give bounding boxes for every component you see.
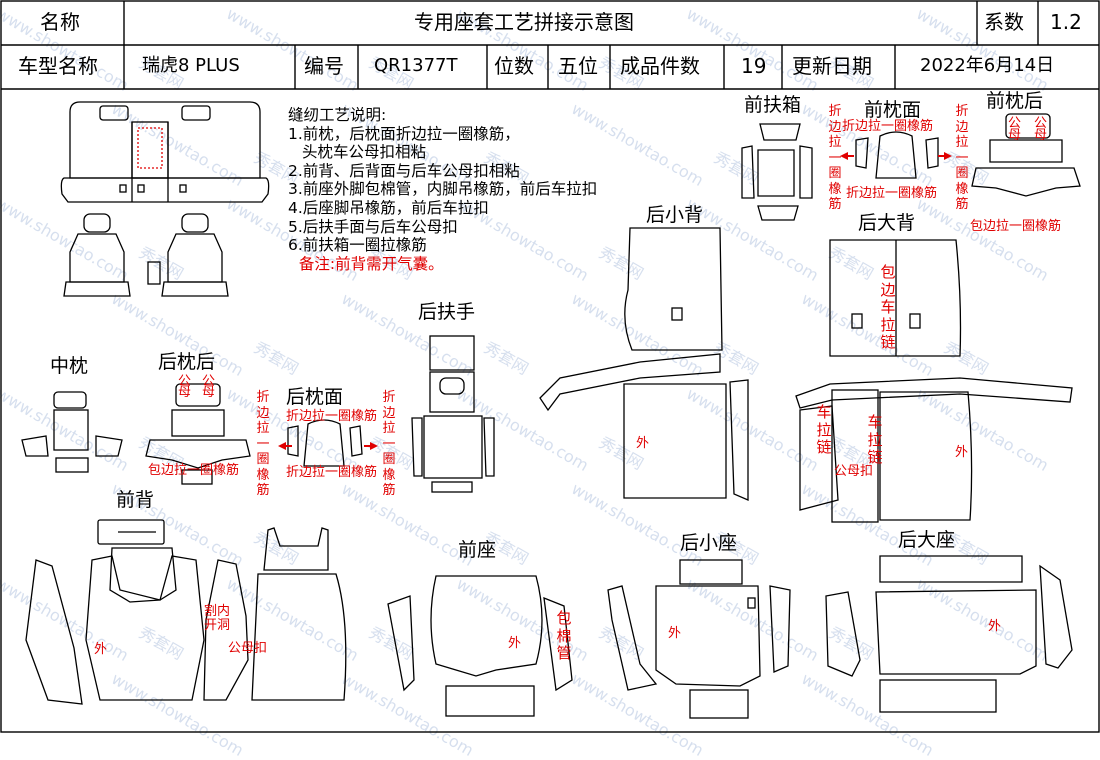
label-rear-armrest: 后扶手 bbox=[418, 301, 476, 323]
annotation-fold-vertical: 折边拉一圈橡筋 bbox=[256, 390, 270, 498]
rear-small-back-pattern bbox=[539, 227, 749, 501]
label-front-pillow-face: 前枕面 bbox=[864, 99, 922, 121]
front-pillow-face-pattern bbox=[855, 131, 939, 179]
date-value: 2022年6月14日 bbox=[920, 55, 1055, 76]
header-table bbox=[0, 0, 1100, 733]
annotation-fold-bottom: 折边拉一圈橡筋 bbox=[846, 186, 938, 201]
annotation-fold-bottom: 折边拉一圈橡筋 bbox=[286, 465, 378, 480]
label-front-armbox: 前扶箱 bbox=[744, 94, 802, 116]
factor-label: 系数 bbox=[984, 10, 1024, 34]
annotation-fold-vertical: 折边拉一圈橡筋 bbox=[382, 390, 396, 498]
annotation-fold-vertical: 折边拉一圈橡筋 bbox=[828, 104, 842, 212]
pattern-sheet bbox=[0, 0, 1100, 733]
rear-big-back-pattern bbox=[795, 239, 1073, 523]
annotation-fold-top: 折边拉一圈橡筋 bbox=[842, 119, 934, 134]
annotation-fold-vertical: 折边拉一圈橡筋 bbox=[955, 104, 969, 212]
front-pillow-back-pattern bbox=[971, 113, 1081, 197]
code-label: 编号 bbox=[304, 54, 344, 78]
notes-line: 5.后扶手面与后车公母扣 bbox=[288, 217, 458, 236]
sewing-notes: 缝纫工艺说明: 1.前枕，后枕面折边拉一圈橡筋， 头枕车公母扣相粘 2.前背、后… bbox=[288, 106, 597, 273]
notes-line: 1.前枕，后枕面折边拉一圈橡筋， bbox=[288, 124, 520, 143]
model-label: 车型名称 bbox=[18, 54, 98, 78]
model-value: 瑞虎8 PLUS bbox=[142, 55, 240, 76]
notes-line: 6.前扶箱一圈拉橡筋 bbox=[288, 236, 427, 255]
notes-line: 2.前背、后背面与后车公母扣相粘 bbox=[288, 161, 520, 180]
front-seat-pattern bbox=[387, 575, 573, 717]
annotation-zipper-wrap: 包边车拉链 bbox=[880, 263, 896, 351]
annotation-outer: 外 bbox=[988, 619, 1002, 634]
annotation-female: 母 bbox=[1008, 128, 1022, 143]
page-title: 专用座套工艺拼接示意图 bbox=[414, 10, 634, 34]
label-front-pillow-back: 前枕后 bbox=[986, 90, 1044, 112]
annotation-cotton-tube: 包棉管 bbox=[556, 609, 572, 662]
label-front-seat: 前座 bbox=[458, 539, 497, 561]
notes-remark: 备注:前背需开气囊。 bbox=[298, 254, 444, 273]
annotation-male: 公 bbox=[1008, 116, 1022, 131]
annotation-buckle: 公母扣 bbox=[228, 641, 268, 656]
annotation-outer: 外 bbox=[94, 642, 108, 657]
label-rear-big-back: 后大背 bbox=[858, 212, 916, 234]
annotation-outer: 外 bbox=[636, 436, 650, 451]
rear-armrest-pattern bbox=[411, 335, 495, 493]
overview-front-seat-left bbox=[63, 213, 131, 297]
seats-value: 五位 bbox=[558, 54, 598, 78]
arrow-right-icon bbox=[370, 442, 378, 450]
middle-pillow-pattern bbox=[21, 391, 123, 473]
arrow-right-icon bbox=[944, 152, 952, 160]
annotation-fold-top: 折边拉一圈橡筋 bbox=[286, 409, 378, 424]
rear-small-seat-pattern bbox=[607, 559, 791, 719]
seats-label: 位数 bbox=[494, 54, 534, 78]
label-middle-pillow: 中枕 bbox=[50, 355, 89, 377]
annotation-outer: 外 bbox=[508, 636, 522, 651]
code-value: QR1377T bbox=[374, 55, 458, 76]
annotation-male: 公 bbox=[178, 374, 192, 389]
annotation-wrap-edge: 包边拉一圈橡筋 bbox=[148, 463, 240, 478]
pieces-value: 19 bbox=[741, 54, 767, 78]
label-rear-pillow-face: 后枕面 bbox=[286, 386, 344, 408]
overview-console bbox=[147, 261, 161, 285]
annotation-zipper: 车拉链 bbox=[867, 413, 883, 466]
annotation-wrap-edge: 包边拉一圈橡筋 bbox=[970, 219, 1062, 234]
annotation-inner-hole: 割内开洞 bbox=[204, 604, 231, 633]
front-back-pattern bbox=[25, 519, 347, 705]
rear-pillow-back-pattern bbox=[145, 383, 251, 485]
factor-value: 1.2 bbox=[1050, 10, 1082, 34]
header-name-label: 名称 bbox=[40, 10, 80, 34]
red-markers bbox=[278, 152, 952, 450]
label-front-back: 前背 bbox=[116, 489, 155, 511]
annotation-outer: 外 bbox=[955, 445, 969, 460]
annotation-female: 母 bbox=[178, 385, 192, 400]
label-rear-pillow-back: 后枕后 bbox=[158, 351, 216, 373]
notes-line: 头枕车公母扣相粘 bbox=[301, 143, 426, 162]
overview-rear-seat bbox=[60, 101, 270, 203]
overview-front-seat-right bbox=[161, 213, 229, 297]
front-armbox-pattern bbox=[741, 123, 813, 221]
annotation-female: 母 bbox=[1034, 128, 1048, 143]
annotation-male: 公 bbox=[1034, 116, 1048, 131]
arrow-left-icon bbox=[840, 152, 848, 160]
pieces-label: 成品件数 bbox=[620, 54, 700, 78]
annotation-buckle: 公母扣 bbox=[834, 464, 874, 479]
notes-title: 缝纫工艺说明: bbox=[288, 106, 387, 124]
annotation-zipper: 车拉链 bbox=[816, 403, 832, 456]
annotation-female: 母 bbox=[202, 385, 216, 400]
notes-line: 3.前座外脚包棉管，内脚吊橡筋，前后车拉扣 bbox=[288, 180, 598, 199]
rear-pillow-face-pattern bbox=[287, 419, 363, 467]
arrow-left-icon bbox=[278, 442, 286, 450]
label-rear-small-seat: 后小座 bbox=[680, 532, 738, 554]
annotation-outer: 外 bbox=[668, 626, 682, 641]
label-rear-small-back: 后小背 bbox=[646, 204, 704, 226]
date-label: 更新日期 bbox=[792, 54, 872, 78]
annotation-male: 公 bbox=[202, 374, 216, 389]
notes-line: 4.后座脚吊橡筋，前后车拉扣 bbox=[288, 198, 489, 217]
rear-big-seat-pattern bbox=[825, 555, 1073, 713]
label-rear-big-seat: 后大座 bbox=[898, 529, 956, 551]
